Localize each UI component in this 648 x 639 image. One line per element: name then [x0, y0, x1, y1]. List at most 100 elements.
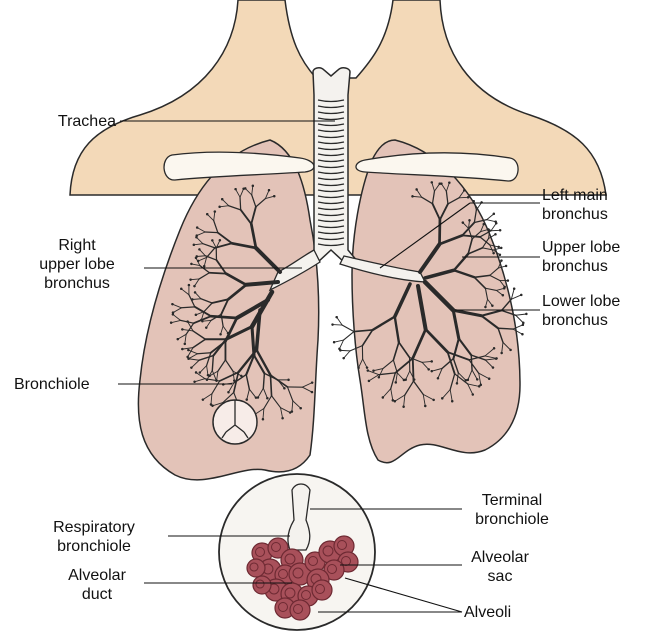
bronchiole-tip — [190, 263, 192, 265]
bronchiole-tip — [431, 370, 433, 372]
bronchiole-tip — [451, 400, 453, 402]
bronchus-branch — [340, 350, 350, 351]
bronchiole-tip — [494, 233, 496, 235]
bronchiole-tip — [196, 255, 198, 257]
bronchiole-tip — [181, 328, 183, 330]
bronchiole-tip — [525, 313, 527, 315]
bronchus-branch — [333, 325, 343, 326]
bronchiole-tip — [189, 278, 191, 280]
bronchiole-tip — [413, 378, 415, 380]
bronchiole-tip — [472, 200, 474, 202]
bronchiole-tip — [193, 244, 195, 246]
bronchiole-tip — [196, 226, 198, 228]
bronchiole-tip — [503, 287, 505, 289]
lower-lobe-bronchus-line-2: bronchus — [542, 311, 620, 330]
bronchiole-tip — [234, 188, 236, 190]
bronchus-branch — [339, 340, 343, 349]
bronchiole-tip — [205, 326, 207, 328]
bronchus-branch — [511, 295, 521, 299]
bronchiole-tip — [195, 314, 197, 316]
bronchiole-tip — [484, 306, 486, 308]
bronchus-branch — [344, 332, 354, 340]
bronchus-branch — [344, 351, 350, 358]
bronchiole-tip — [221, 198, 223, 200]
lower-lobe-bronchus-line-1: Lower lobe — [542, 292, 620, 311]
bronchiole-tip — [268, 189, 270, 191]
bronchiole-tip — [476, 378, 478, 380]
respiratory-bronchiole-line-1: Respiratory — [20, 518, 168, 537]
bronchiole-tip — [463, 189, 465, 191]
bronchiole-tip — [395, 381, 397, 383]
bronchiole-tip — [403, 379, 405, 381]
bronchiole-tip — [478, 385, 480, 387]
bronchiole-tip — [495, 357, 497, 359]
respiratory-bronchiole-label: Respiratory bronchiole — [20, 518, 168, 556]
bronchus-branch — [516, 315, 524, 323]
bronchiole-tip — [246, 398, 248, 400]
bronchiole-tip — [266, 397, 268, 399]
bronchiole-tip — [287, 379, 289, 381]
bronchiole-tip — [468, 219, 470, 221]
bronchiole-tip — [211, 239, 213, 241]
bronchiole-tip — [431, 181, 433, 183]
bronchus-branch — [211, 316, 237, 318]
bronchiole-tip — [367, 369, 369, 371]
bronchiole-tip — [227, 391, 229, 393]
alveoli-text: Alveoli — [464, 603, 511, 622]
bronchus-branch — [246, 282, 278, 285]
bronchiole-tip — [202, 398, 204, 400]
bronchiole-tip — [402, 406, 404, 408]
bronchiole-tip — [281, 417, 283, 419]
bronchiole-tip — [196, 234, 198, 236]
right-upper-lobe-bronchus-label: Right upper lobe bronchus — [12, 236, 142, 293]
bronchiole-tip — [462, 221, 464, 223]
bronchiole-tip — [198, 248, 200, 250]
bronchiole-tip — [499, 229, 501, 231]
bronchiole-tip — [500, 352, 502, 354]
bronchiole-tip — [368, 380, 370, 382]
bronchiole-tip — [252, 185, 254, 187]
bronchiole-tip — [472, 393, 474, 395]
bronchiole-tip — [342, 357, 344, 359]
bronchus-branch — [491, 223, 496, 230]
bronchiole-tip — [289, 411, 291, 413]
bronchiole-label: Bronchiole — [14, 375, 90, 394]
bronchus-branch — [498, 328, 513, 329]
bronchiole-tip — [218, 206, 220, 208]
bronchiole-tip — [491, 304, 493, 306]
bronchiole-tip — [437, 377, 439, 379]
bronchiole-tip — [492, 252, 494, 254]
bronchiole-tip — [488, 378, 490, 380]
bronchiole-tip — [180, 288, 182, 290]
trachea-label: Trachea — [30, 112, 116, 131]
bronchiole-tip — [335, 316, 337, 318]
bronchiole-tip — [244, 187, 246, 189]
bronchiole-tip — [500, 247, 502, 249]
alveolar-sac-label: Alveolar sac — [462, 548, 538, 586]
bronchus-branch — [240, 197, 241, 210]
bronchiole-tip — [177, 338, 179, 340]
bronchiole-tip — [424, 405, 426, 407]
bronchiole-tip — [188, 284, 190, 286]
bronchiole-tip — [255, 396, 257, 398]
bronchiole-tip — [219, 333, 221, 335]
bronchiole-tip — [195, 371, 197, 373]
bronchus-branch — [337, 317, 343, 325]
bronchiole-tip — [467, 196, 469, 198]
bronchus-branch — [516, 314, 527, 315]
bronchus-branch — [334, 340, 343, 342]
bronchiole-tip — [522, 324, 524, 326]
bronchiole-tip — [495, 222, 497, 224]
lower-lobe-bronchus-label: Lower lobe bronchus — [542, 292, 620, 330]
alveoli-label: Alveoli — [464, 603, 511, 622]
bronchiole-tip — [311, 381, 313, 383]
bronchiole-tip — [219, 239, 221, 241]
bronchiole-tip — [500, 259, 502, 261]
respiratory-bronchiole-line-2: bronchiole — [20, 537, 168, 556]
bronchiole-tip — [299, 407, 301, 409]
bronchiole-tip — [171, 303, 173, 305]
trachea-text: Trachea — [30, 112, 116, 131]
bronchiole-tip — [448, 182, 450, 184]
bronchiole-tip — [214, 210, 216, 212]
bronchiole-tip — [427, 368, 429, 370]
